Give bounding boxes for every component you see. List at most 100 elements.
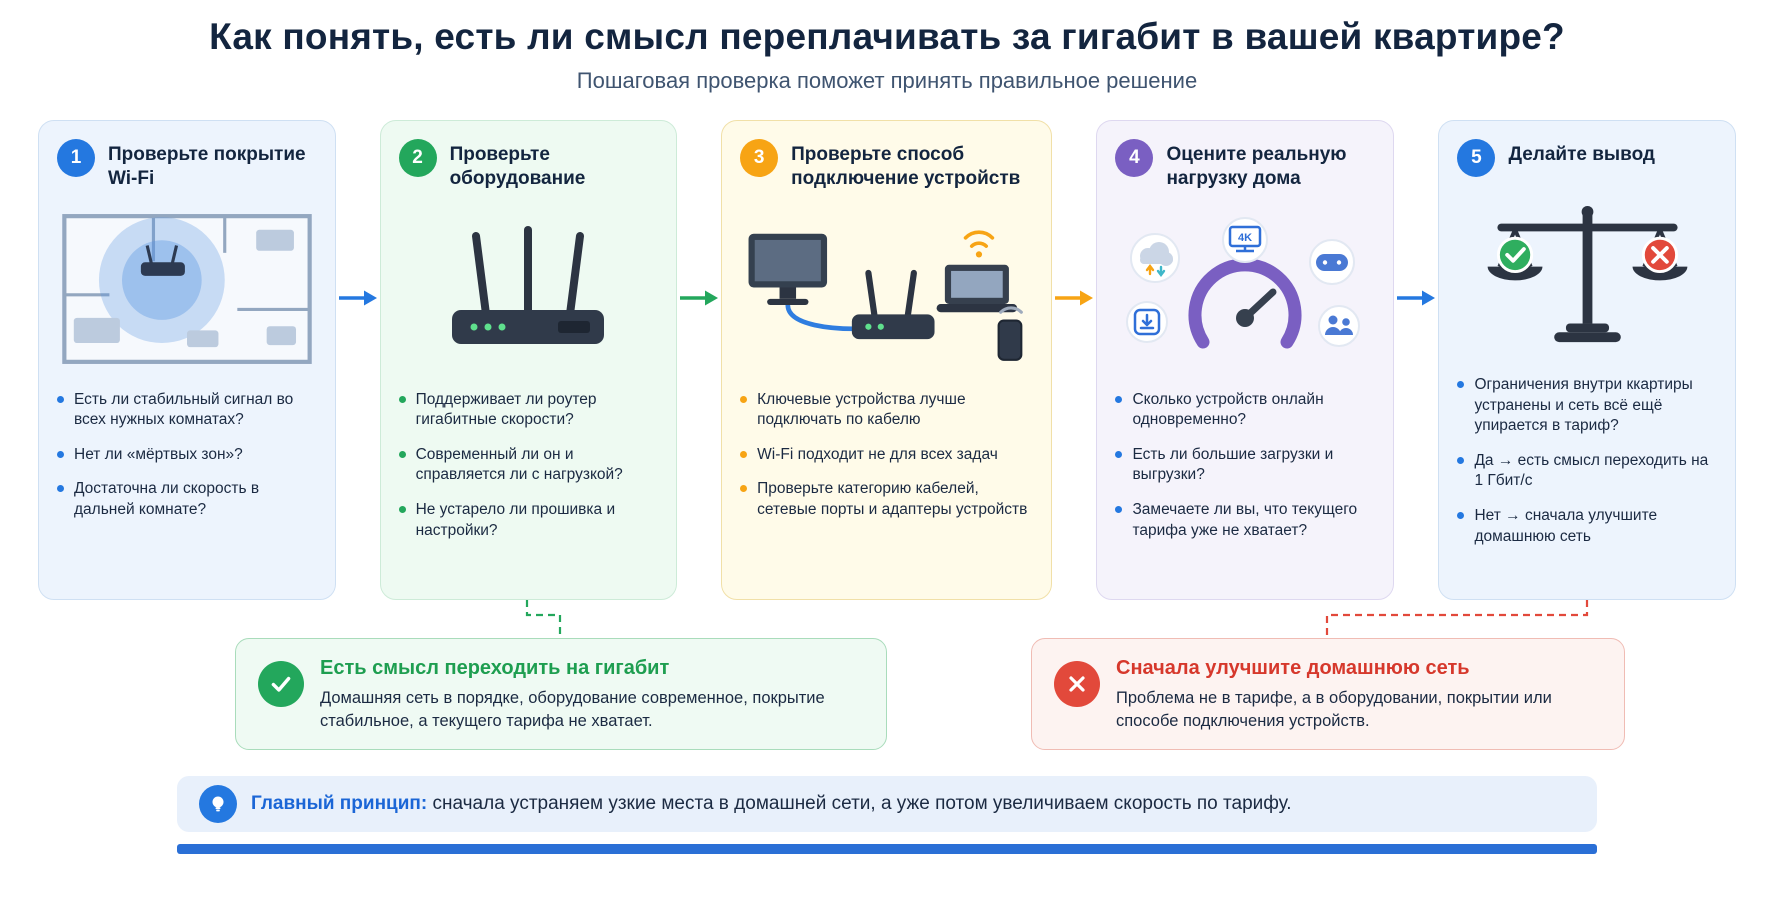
bullet-item: Ограничения внутри ккартиры устранены и …: [1457, 375, 1717, 437]
outcome-negative: Сначала улучшите домашнюю сеть Проблема …: [1031, 638, 1625, 750]
step-5-number-badge: 5: [1457, 139, 1496, 177]
bullet-text: Поддерживает ли роутер гигабитные скорос…: [415, 390, 597, 429]
check-icon: [271, 676, 291, 692]
bullet-item: Замечаете ли вы, что текущего тарифа уже…: [1115, 500, 1375, 541]
step-5-header: 5 Делайте вывод: [1457, 139, 1717, 177]
outcome-positive-title: Есть смысл переходить на гигабит: [320, 657, 670, 679]
bullet-item: Нет → сначала улучшите домашнюю сеть: [1457, 506, 1717, 547]
bullet-item: Есть ли стабильный сигнал во всех нужных…: [57, 390, 317, 431]
step-4-number-badge: 4: [1115, 139, 1154, 177]
bullet-item: Нет ли «мёртвых зон»?: [57, 445, 317, 466]
x-circle-icon: [1054, 661, 1100, 707]
bullet-dot: [1115, 395, 1123, 403]
bullet-item: Достаточна ли скорость в дальней комнате…: [57, 479, 317, 520]
bullet-text: Wi-Fi подходит не для всех задач: [757, 445, 998, 463]
arrow-right-icon: [1055, 290, 1094, 306]
bullet-text: Сколько устройств онлайн одновременно?: [1132, 390, 1324, 429]
step-1-number-badge: 1: [57, 139, 95, 177]
step-3-illustration: [740, 200, 1033, 378]
bullet-dot: [1457, 456, 1465, 464]
arrow-right-icon: [680, 290, 719, 306]
check-circle-icon: [258, 661, 304, 707]
principle-text: Главный принцип: сначала устраняем узкие…: [251, 793, 1292, 815]
step-5-illustration: [1457, 185, 1717, 363]
step-5-bullets: Ограничения внутри ккартиры устранены и …: [1457, 375, 1717, 547]
bullet-dot: [740, 395, 748, 403]
step-card-3: 3 Проверьте способ подключение устройств: [721, 120, 1053, 600]
bullet-item: Поддерживает ли роутер гигабитные скорос…: [398, 390, 659, 431]
bullet-text: Не устарело ли прошивка и настройки?: [415, 501, 616, 539]
page-subtitle: Пошаговая проверка поможет принять прави…: [576, 68, 1198, 93]
step-2-title: Проверьте оборудование: [449, 144, 586, 190]
bullet-dot: [1457, 512, 1465, 520]
step-2-header: 2 Проверьте оборудование: [398, 139, 659, 192]
step-3-number-badge: 3: [740, 139, 779, 177]
bottom-accent-bar: [177, 844, 1597, 854]
bullet-text: Ключевые устройства лучше подключать по …: [757, 390, 966, 429]
svg-text:4K: 4K: [1238, 232, 1252, 244]
bullet-dot: [740, 450, 748, 458]
principle-banner: Главный принцип: сначала устраняем узкие…: [177, 776, 1597, 832]
step-card-2: 2 Проверьте оборудование Поддерживает ли…: [379, 120, 678, 600]
flow-arrow-2: [677, 288, 721, 600]
bullet-dot: [1115, 450, 1123, 458]
step-1-bullets: Есть ли стабильный сигнал во всех нужных…: [57, 390, 317, 521]
bullet-text: Есть ли стабильный сигнал во всех нужных…: [74, 390, 294, 429]
step-4-illustration: 4K: [1115, 200, 1375, 378]
bullet-dot: [57, 485, 64, 493]
step-4-bullets: Сколько устройств онлайн одновременно? Е…: [1115, 390, 1375, 542]
bullet-item: Проверьте категорию кабелей, сетевые пор…: [740, 479, 1033, 520]
bullet-text: Современный ли он и справляется ли с наг…: [415, 445, 623, 484]
bullet-text: Ограничения внутри ккартиры устранены и …: [1474, 376, 1693, 435]
bullet-item: Wi-Fi подходит не для всех задач: [740, 445, 1033, 466]
connector-layer: [0, 600, 1774, 638]
step-2-illustration: [399, 200, 659, 378]
page-title: Как понять, есть ли смысл переплачивать …: [209, 16, 1565, 57]
steps-row: 1 Проверьте покрытие Wi-Fi Е: [0, 120, 1774, 600]
router-icon: [452, 225, 605, 344]
decision-scale-icon: [1487, 205, 1688, 342]
bullet-text: Замечаете ли вы, что текущего тарифа уже…: [1132, 501, 1358, 539]
principle-body: сначала устраняем узкие места в домашней…: [427, 793, 1292, 814]
bullet-dot: [740, 485, 748, 493]
step-2-number-badge: 2: [398, 139, 437, 177]
outcome-negative-text: Проблема не в тарифе, а в оборудовании, …: [1116, 689, 1552, 730]
step-3-header: 3 Проверьте способ подключение устройств: [740, 139, 1033, 192]
bullet-text: Есть ли большие загрузки и выгрузки?: [1132, 445, 1334, 484]
bullet-text: Да → есть смысл переходить на 1 Гбит/с: [1474, 451, 1709, 490]
outcome-negative-title: Сначала улучшите домашнюю сеть: [1116, 657, 1470, 679]
lightbulb-icon: [199, 785, 237, 823]
step-3-bullets: Ключевые устройства лучше подключать по …: [740, 390, 1033, 521]
bullet-dot: [57, 395, 64, 403]
outcome-negative-body: Сначала улучшите домашнюю сеть Проблема …: [1116, 655, 1602, 733]
step-2-bullets: Поддерживает ли роутер гигабитные скорос…: [398, 390, 659, 542]
step-3-title: Проверьте способ подключение устройств: [791, 144, 1021, 190]
step-5-title: Делайте вывод: [1508, 144, 1655, 165]
bullet-dot: [1115, 506, 1123, 514]
bullet-text: Нет → сначала улучшите домашнюю сеть: [1474, 507, 1658, 545]
step-card-1: 1 Проверьте покрытие Wi-Fi Е: [38, 120, 336, 600]
bulb-glyph: [212, 796, 224, 812]
step-card-5: 5 Делайте вывод Огр: [1438, 120, 1736, 600]
step-1-header: 1 Проверьте покрытие Wi-Fi: [57, 139, 317, 192]
bullet-text: Достаточна ли скорость в дальней комнате…: [74, 480, 260, 519]
bullet-dot: [1457, 381, 1465, 388]
bullet-dot: [57, 450, 64, 458]
outcomes-row: Есть смысл переходить на гигабит Домашня…: [0, 638, 1774, 750]
flow-arrow-4: [1394, 288, 1438, 600]
load-gauge-icon: 4K: [1126, 216, 1361, 349]
flow-arrow-1: [336, 288, 380, 600]
bullet-item: Сколько устройств онлайн одновременно?: [1115, 390, 1375, 431]
wifi-coverage-floorplan-icon: [62, 213, 312, 364]
arrow-right-icon: [1397, 290, 1436, 306]
bullet-item: Ключевые устройства лучше подключать по …: [740, 390, 1033, 431]
bullet-dot: [398, 395, 406, 403]
outcome-positive-body: Есть смысл переходить на гигабит Домашня…: [320, 655, 864, 733]
step-1-illustration: [57, 200, 317, 378]
flow-arrow-3: [1052, 288, 1096, 600]
x-icon: [1069, 676, 1085, 692]
outcome-positive-text: Домашняя сеть в порядке, оборудование со…: [320, 689, 825, 730]
bullet-text: Нет ли «мёртвых зон»?: [74, 445, 243, 463]
step-4-title: Оцените реальную нагрузку дома: [1166, 144, 1347, 190]
outcome-positive: Есть смысл переходить на гигабит Домашня…: [235, 638, 887, 750]
